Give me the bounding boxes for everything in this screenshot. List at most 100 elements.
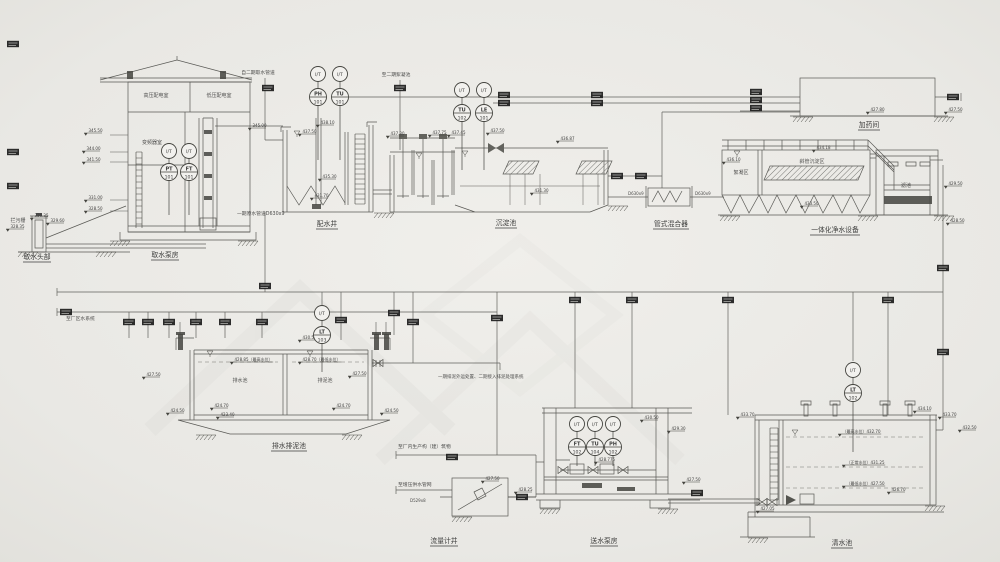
elevation-value: 428.50 xyxy=(951,218,965,223)
transmitter-label: I/T xyxy=(610,422,616,428)
instrument-number: 104 xyxy=(591,450,600,456)
water-level-mark xyxy=(791,429,799,436)
elevation-marker: 437.30 xyxy=(386,131,405,139)
signal-tag xyxy=(407,318,419,326)
transmitter-label: I/T xyxy=(574,422,580,428)
label-flow-meter-well: 流量计井 xyxy=(430,536,457,545)
signal-tag xyxy=(256,318,268,326)
elevation-marker: 431.70 xyxy=(310,193,329,201)
elevation-marker: 434.18 xyxy=(812,145,831,153)
elevation-value: 431.70 xyxy=(315,193,329,198)
elevation-marker: 432.50 xyxy=(958,425,977,433)
transmitter-label: I/T xyxy=(337,72,343,78)
elevation-value: 437.75 xyxy=(433,130,447,135)
elevation-marker: 430.50 xyxy=(640,415,659,423)
ground-hatch xyxy=(747,537,769,544)
instrument-number: 101 xyxy=(185,175,194,181)
sedimentation-tank-structure xyxy=(389,134,613,213)
instrument-number: 101 xyxy=(314,100,323,106)
instrument-number: 102 xyxy=(609,450,618,456)
signal-tag xyxy=(142,318,154,326)
instrument-type: PH xyxy=(314,92,322,98)
ground-hatch xyxy=(857,215,879,222)
elevation-marker: 433.70 xyxy=(736,412,755,420)
elevation-marker: 341.50 xyxy=(82,157,101,165)
signal-tag xyxy=(491,314,503,322)
elevation-marker: 429.30 xyxy=(667,426,686,434)
elevation-value: 433.70 xyxy=(741,412,755,417)
room-labels: 高压配电室 低压配电室 变频器室 拦污栅 絮凝区 斜管沉淀区 滤池 排水池 排泥… xyxy=(10,92,911,384)
elevation-marker: 328.35 xyxy=(6,224,25,232)
ladder xyxy=(135,151,143,228)
elevation-value: 431.30 xyxy=(535,188,549,193)
valve-icon xyxy=(372,358,384,368)
elevation-value: 428.70（最低水位） xyxy=(303,356,341,362)
transmitter-label: I/T xyxy=(166,149,172,155)
signal-tag xyxy=(394,84,406,92)
elevation-value: 344.00 xyxy=(87,146,101,151)
instrument-type: TU xyxy=(336,92,343,98)
elevation-value: 437.50 xyxy=(491,128,505,133)
ground-hatch xyxy=(792,116,814,123)
elevation-value: 430.50 xyxy=(303,335,317,340)
flow-labels: 自二期取水管道 至二期絮凝池 一期原水管道D630x9 至厂区水系统 一期排泥外… xyxy=(66,69,711,503)
solid-detail xyxy=(312,204,321,209)
instrument-type: FT xyxy=(574,442,581,448)
water-level-mark xyxy=(206,350,214,357)
elevation-value: 328.35 xyxy=(11,224,25,229)
transmitter-label: I/T xyxy=(850,368,856,374)
elevation-marker: 331.00 xyxy=(84,195,103,203)
water-level-mark xyxy=(306,350,314,357)
elevation-value: （最低水位）427.50 xyxy=(847,480,885,486)
transmitter-bubble xyxy=(314,305,330,321)
elevation-value: 427.50 xyxy=(353,371,367,376)
solid-detail xyxy=(220,71,226,79)
signal-tag xyxy=(750,96,762,104)
signal-tag xyxy=(882,296,894,304)
elevation-marker: 437.50 xyxy=(298,129,317,137)
valve-icon xyxy=(617,465,629,475)
elevation-marker: 424.70 xyxy=(332,403,351,411)
instrument-type: LT xyxy=(850,388,856,394)
solid-detail xyxy=(204,196,212,200)
flow-label: D529x8 xyxy=(410,498,426,503)
clear-water-tank-structure xyxy=(740,400,944,538)
label-distribution-well: 配水井 xyxy=(317,219,338,228)
signal-tag xyxy=(388,309,400,317)
instrument-type: PT xyxy=(165,167,173,173)
elevation-marker: 437.50 xyxy=(486,128,505,136)
signal-tag xyxy=(591,99,603,107)
elevation-marker: 436.10 xyxy=(722,157,741,165)
signal-tag xyxy=(691,489,703,497)
elevation-value: 427.80 xyxy=(871,107,885,112)
flow-label: 自二期取水管道 xyxy=(241,69,275,76)
distribution-well-structure xyxy=(280,118,377,213)
ground-hatch xyxy=(373,212,395,219)
elevation-marker: 435.30 xyxy=(318,174,337,182)
instrument-type: TU xyxy=(458,108,465,114)
label-dosing-room: 加药间 xyxy=(859,120,880,129)
solid-detail xyxy=(204,152,212,156)
elevation-value: 423.40 xyxy=(221,412,235,417)
label-sedimentation-tank: 沉淀池 xyxy=(496,218,517,227)
instrument-type: FT xyxy=(186,167,193,173)
transmitter-bubble xyxy=(310,66,326,82)
elevation-value: 429.30 xyxy=(672,426,686,431)
water-level-mark xyxy=(415,152,423,159)
solid-detail xyxy=(178,334,183,350)
room-label: 高压配电室 xyxy=(143,92,168,99)
instrument-type: PH xyxy=(609,442,617,448)
elevation-value: 345.00 xyxy=(253,123,267,128)
elevation-marker: 427.80 xyxy=(866,107,885,115)
signal-tag xyxy=(937,264,949,272)
solid-detail xyxy=(382,332,391,335)
signal-tag xyxy=(591,91,603,99)
flow-label: 至增压供水管网 xyxy=(398,481,432,488)
dosing-room-structure xyxy=(790,77,948,117)
signal-tag xyxy=(750,104,762,112)
elevation-value: 436.87 xyxy=(561,136,575,141)
elevation-value: 427.50 xyxy=(486,476,500,481)
intake-pump-house-structure xyxy=(99,56,257,241)
